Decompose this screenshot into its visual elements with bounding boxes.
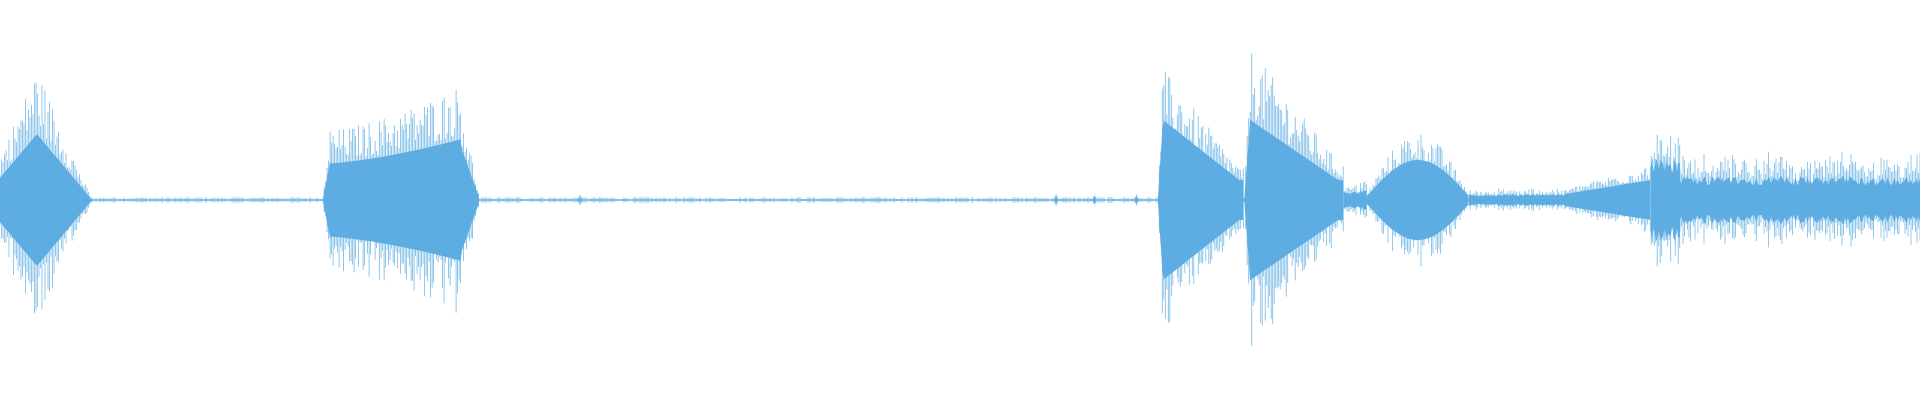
audio-waveform [0,53,1920,346]
waveform-canvas [0,53,1920,346]
